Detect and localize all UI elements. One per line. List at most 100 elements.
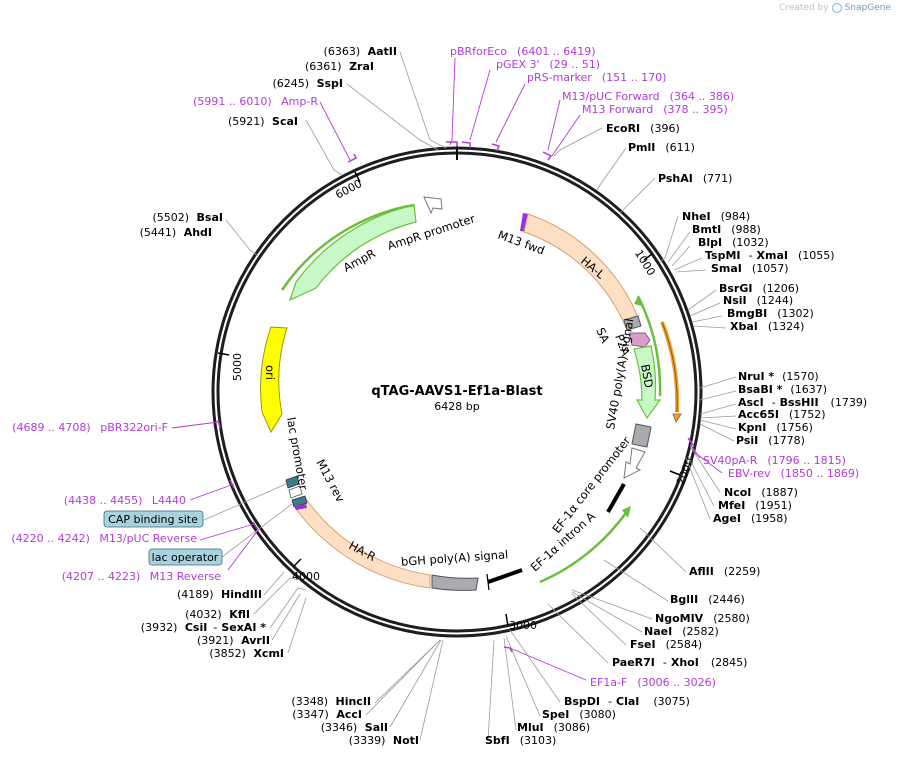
primer-label-m13puc-rev: (4220 .. 4242) M13/pUC Reverse (11, 532, 197, 545)
bsrgi-pos: (1206) (762, 282, 799, 295)
naei-pos: (2582) (682, 625, 719, 638)
primer-label-m13-rev: (4207 .. 4223) M13 Reverse (62, 570, 221, 583)
primer-leader-m13puc-rev (199, 523, 255, 541)
enzyme-label-bglii: BglII (2446) (670, 593, 745, 606)
kpni-pos: (1756) (776, 421, 813, 434)
primer-leader-m13-rev (227, 529, 259, 571)
zrai-pos: (6361) (305, 60, 342, 73)
ebv-rev-range: (1850 .. 1869) (781, 467, 860, 480)
snapgene-branding: Created by SnapGene (779, 3, 891, 13)
pbr322ori-name: pBR322ori-F (100, 421, 168, 434)
leader-asci (699, 403, 737, 415)
enzyme-label-bmti: BmtI(988) (692, 223, 761, 236)
bglii-pos: (2446) (708, 593, 745, 606)
m13-fwd-name: M13 Forward (582, 103, 653, 116)
nrui-pos: (1570) (782, 370, 819, 383)
noti-name: NotI (393, 734, 419, 747)
tick-2000-mark (669, 470, 681, 476)
primer-label-pbrforeco: pBRforEco(6401 .. 6419) (450, 45, 596, 58)
naei-name: NaeI (644, 625, 672, 638)
enzyme-label-mlui: MluI(3086) (517, 721, 590, 734)
primer-label-l4440: (4438 .. 4455) L4440 (64, 494, 186, 507)
leader-bmgbi (691, 315, 723, 323)
ecori-pos: (396) (650, 122, 680, 135)
nhei-name: NheI (682, 210, 711, 223)
hincii-pos: (3348) (291, 695, 328, 708)
enzyme-label-bsai: (5502) BsaI (152, 211, 223, 224)
primer-leaders (171, 57, 723, 681)
m13puc-fwd-range: (364 .. 386) (670, 90, 735, 103)
enzyme-label-acci: (3347) AccI (292, 708, 362, 721)
ampr-feature (288, 204, 417, 302)
leader-kfli (253, 577, 301, 615)
csii-pos: (3932) (141, 621, 178, 634)
enzyme-label-ahdi: (5441) AhdI (140, 226, 212, 239)
hindiii-pos: (4189) (177, 588, 214, 601)
smai-pos: (1057) (752, 262, 789, 275)
spei-pos: (3080) (579, 708, 616, 721)
kpni-name: KpnI (738, 421, 766, 434)
primer-leader-pbr322ori (171, 421, 219, 429)
enzyme-label-zrai: (6361) ZraI (305, 60, 374, 73)
bsd-feature (633, 345, 662, 420)
hindiii-name: HindIII (221, 588, 262, 601)
enzyme-label-bmgbi: BmgBI(1302) (727, 307, 814, 320)
tick-3000-mark (505, 613, 509, 627)
leader-sbfi (487, 639, 495, 741)
ncoi-name: NcoI (724, 486, 751, 499)
enzyme-label-hincii: (3348) HincII (291, 695, 371, 708)
leader-tspmi (673, 257, 703, 271)
primer-label-sv40pa-r: SV40pA-R(1796 .. 1815) (703, 454, 846, 467)
enzyme-label-scai: (5921) ScaI (228, 115, 298, 128)
l4440-name: L4440 (152, 494, 186, 507)
leader-bglii (603, 559, 669, 602)
ahdi-pos: (5441) (140, 226, 177, 239)
cap-binding-site-label: CAP binding site (108, 513, 198, 526)
leader-bmti (667, 231, 691, 263)
bglii-name: BglII (670, 593, 698, 606)
avrii-name: AvrII (241, 634, 270, 647)
blpi-pos: (1032) (732, 236, 769, 249)
primer-leader-ebv-rev (693, 451, 723, 474)
leader-xbai (693, 325, 727, 329)
primer-label-pbr322ori: (4689 .. 4708) pBR322ori-F (12, 421, 168, 434)
m13-rev-feature (294, 504, 307, 510)
ampr-name: Amp-R (281, 95, 318, 108)
mfei-name: MfeI (718, 499, 745, 512)
asci-name2: BssHII (780, 396, 819, 409)
bspdi-sep: - (608, 695, 612, 708)
bsabi-name: BsaBI * (738, 383, 783, 396)
spei-name: SpeI (542, 708, 569, 721)
enzyme-label-mfei: MfeI(1951) (718, 499, 792, 512)
leader-blpi (671, 245, 691, 267)
l4440-range: (4438 .. 4455) (64, 494, 143, 507)
tick-1000-mark (643, 253, 653, 261)
enzyme-label-bsrgi: BsrGI(1206) (719, 282, 799, 295)
enzyme-label-sbfi: SbfI(3103) (485, 734, 556, 747)
ef1a-f-range: (3006 .. 3026) (637, 676, 716, 689)
leader-paer7i (547, 603, 609, 664)
ngomiv-name: NgoMIV (655, 612, 704, 625)
mlui-pos: (3086) (554, 721, 591, 734)
sbfi-pos: (3103) (520, 734, 557, 747)
bmgbi-pos: (1302) (777, 307, 814, 320)
cap-binding-site-box (103, 510, 204, 528)
leader-ecori (553, 127, 603, 157)
enzyme-label-ngomiv: NgoMIV(2580) (655, 612, 750, 625)
ampr-orf-line (280, 203, 415, 291)
bsai-name: BsaI (197, 211, 223, 224)
pshai-pos: (771) (703, 172, 733, 185)
sali-pos: (3346) (321, 721, 358, 734)
primer-mark-pbr322ori (217, 419, 221, 429)
sspi-name: SspI (317, 77, 343, 90)
paer7i-pos: (2845) (711, 656, 748, 669)
enzyme-label-pmli: PmlI(611) (628, 141, 695, 154)
asci-pos: (1739) (831, 396, 868, 409)
ori-feature (260, 326, 288, 434)
leader-nrui (699, 376, 737, 389)
zrai-name: ZraI (349, 60, 374, 73)
ori-label: ori (263, 365, 277, 380)
enzyme-label-fsei: FseI(2584) (630, 638, 702, 651)
enzyme-label-tspmi: TspMI-XmaI(1055) (705, 249, 835, 262)
tick-marks (217, 171, 681, 627)
